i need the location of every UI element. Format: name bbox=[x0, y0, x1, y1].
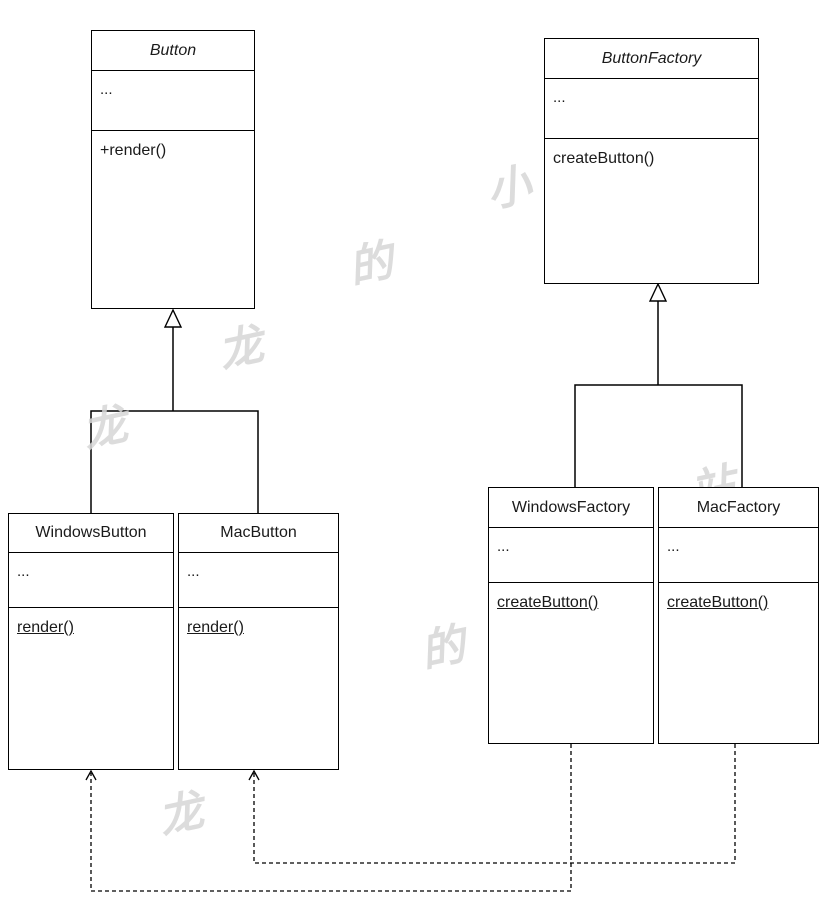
class-name: ButtonFactory bbox=[545, 39, 758, 79]
class-attributes: ... bbox=[545, 79, 758, 139]
class-name: WindowsButton bbox=[9, 514, 173, 553]
class-operation: +render() bbox=[100, 142, 167, 159]
class-macbutton[interactable]: MacButton ... render() bbox=[178, 513, 339, 770]
class-operation: render() bbox=[187, 619, 244, 636]
inheritance-connector-macfactory bbox=[658, 384, 743, 488]
inheritance-connector-windowsfactory bbox=[574, 384, 658, 488]
class-operation: createButton() bbox=[667, 594, 769, 611]
class-attributes: ... bbox=[489, 528, 653, 583]
class-name: MacButton bbox=[179, 514, 338, 553]
class-name: Button bbox=[92, 31, 254, 71]
class-attributes: ... bbox=[9, 553, 173, 608]
inheritance-arrowhead-button bbox=[163, 308, 183, 328]
class-windowsbutton[interactable]: WindowsButton ... render() bbox=[8, 513, 174, 770]
class-macfactory[interactable]: MacFactory ... createButton() bbox=[658, 487, 819, 744]
class-operation: render() bbox=[17, 619, 74, 636]
inheritance-connector-windowsbutton bbox=[90, 410, 173, 514]
dependency-macfactory-macbutton bbox=[253, 744, 736, 864]
class-button[interactable]: Button ... +render() bbox=[91, 30, 255, 309]
class-attributes: ... bbox=[92, 71, 254, 131]
dependency-windowsfactory-windowsbutton bbox=[90, 744, 572, 892]
class-attributes: ... bbox=[659, 528, 818, 583]
class-name: MacFactory bbox=[659, 488, 818, 528]
class-buttonfactory[interactable]: ButtonFactory ... createButton() bbox=[544, 38, 759, 284]
dependency-arrowhead-windowsbutton bbox=[85, 769, 97, 781]
dependency-arrowhead-macbutton bbox=[248, 769, 260, 781]
class-operation: createButton() bbox=[497, 594, 599, 611]
inheritance-arrowhead-buttonfactory bbox=[648, 282, 668, 302]
class-attributes: ... bbox=[179, 553, 338, 608]
inheritance-connector-macbutton bbox=[173, 410, 259, 514]
class-operation: createButton() bbox=[553, 150, 655, 167]
class-name: WindowsFactory bbox=[489, 488, 653, 528]
class-windowsfactory[interactable]: WindowsFactory ... createButton() bbox=[488, 487, 654, 744]
